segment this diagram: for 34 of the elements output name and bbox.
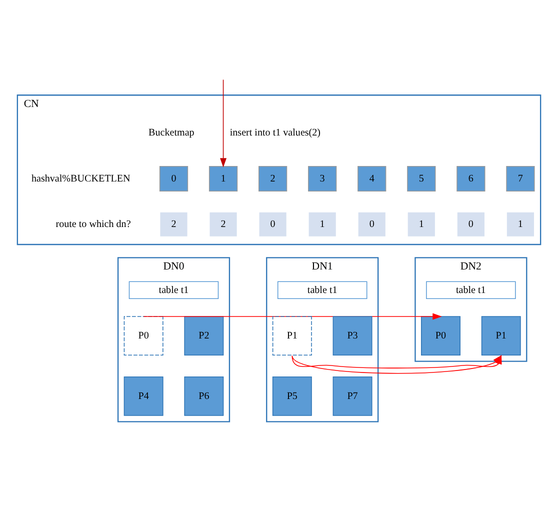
node-box: P1 <box>481 316 521 356</box>
edge-label: insert into t1 values(2) <box>230 127 321 138</box>
label: Bucketmap <box>148 127 194 138</box>
node-box: P1 <box>272 316 312 356</box>
node-box: 1 <box>506 211 535 237</box>
node-box: P6 <box>184 376 224 416</box>
label: hashval%BUCKETLEN <box>31 172 130 184</box>
node-box: 4 <box>358 165 386 191</box>
label: route to which dn? <box>56 218 131 230</box>
node-box: 1 <box>308 211 337 237</box>
node-box: P4 <box>124 376 164 416</box>
node-box: 6 <box>456 165 486 191</box>
node-box: 0 <box>159 165 188 191</box>
node-box: 5 <box>407 165 436 191</box>
node-box: P2 <box>184 316 224 356</box>
node-box: 2 <box>208 211 238 237</box>
node-box: P7 <box>332 376 372 416</box>
node-box: table t1 <box>426 280 516 299</box>
node-box: 2 <box>159 211 188 237</box>
node-box: 0 <box>456 211 486 237</box>
node-box: 1 <box>407 211 436 237</box>
node-box: 2 <box>258 165 288 191</box>
node-box: 0 <box>258 211 288 237</box>
node-box: 7 <box>506 165 535 191</box>
arrow <box>220 78 227 167</box>
node-box: table t1 <box>128 280 219 299</box>
node-box: P0 <box>124 316 164 356</box>
node-box: 0 <box>358 211 386 237</box>
node-box: 3 <box>308 165 337 191</box>
node-box: 1 <box>208 165 238 191</box>
node-box: table t1 <box>277 280 368 299</box>
node-box: P3 <box>332 316 372 356</box>
node-box: P0 <box>421 316 460 356</box>
node-box: P5 <box>272 376 312 416</box>
